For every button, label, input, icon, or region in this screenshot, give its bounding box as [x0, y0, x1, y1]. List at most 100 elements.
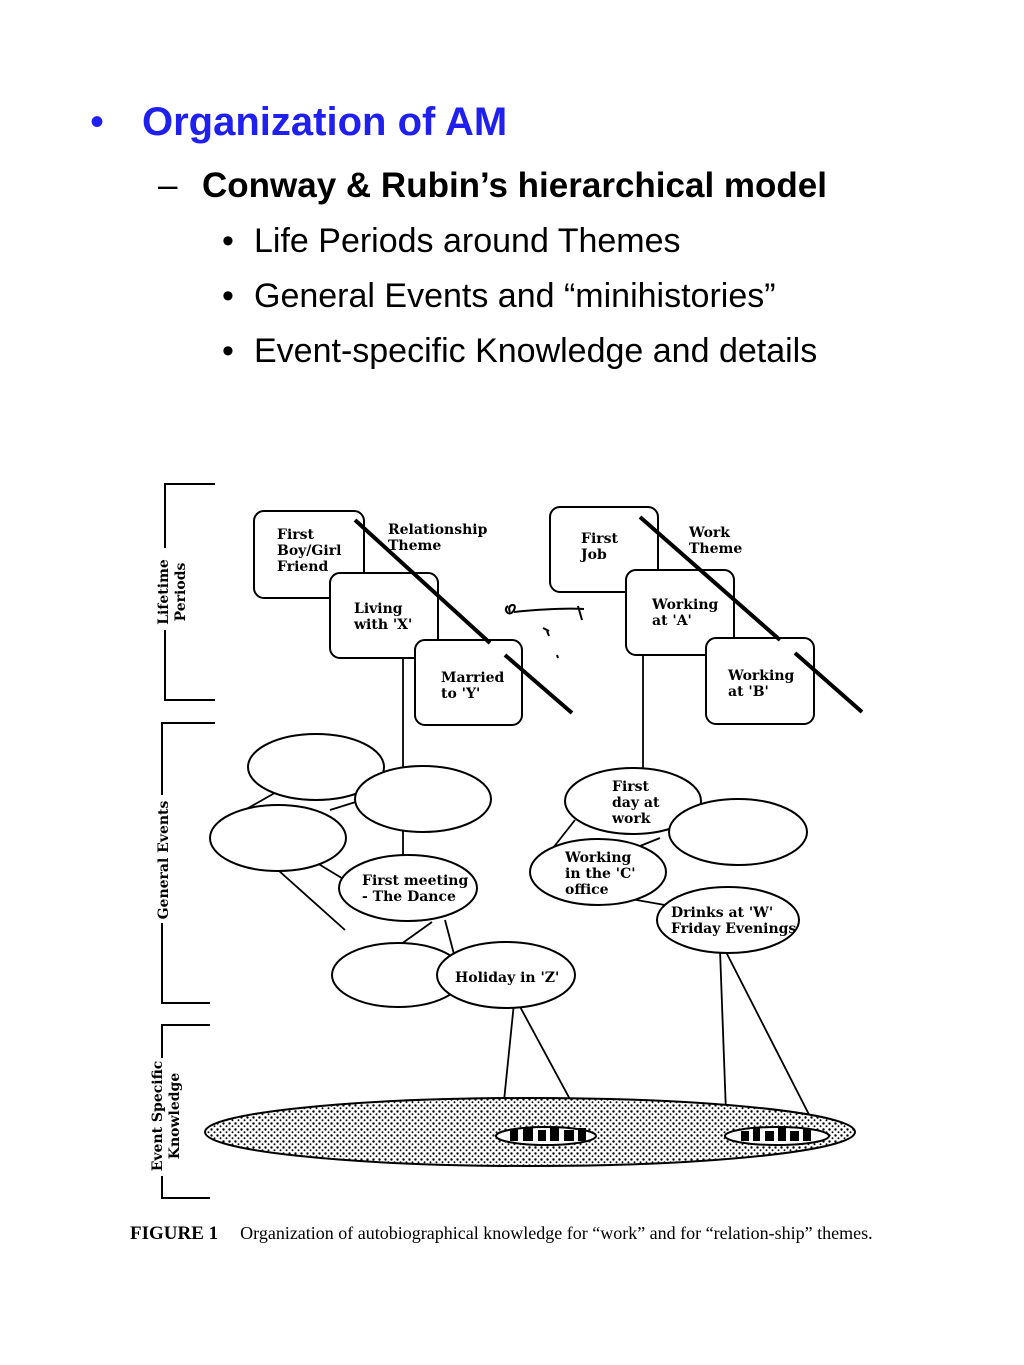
- slide-title: Organization of AM: [142, 100, 508, 144]
- theme-label-line: Theme: [689, 541, 742, 557]
- esk-detail: [550, 1127, 559, 1141]
- level-label-line: Periods: [173, 563, 189, 622]
- event-ellipse: [209, 804, 347, 872]
- period-box: [705, 637, 815, 725]
- handwritten-scribble: [504, 604, 585, 659]
- period-label-line: Married: [441, 670, 505, 686]
- period-box: [414, 639, 523, 726]
- figure-caption-label: FIGURE 1: [130, 1223, 219, 1244]
- bullet-mark: •: [222, 222, 234, 260]
- event-ellipse: [247, 733, 385, 801]
- esk-detail: [523, 1127, 533, 1141]
- period-box: [625, 569, 735, 656]
- figure-caption-text: Organization of autobiographical knowled…: [240, 1223, 873, 1243]
- event-label: Holiday in 'Z': [455, 970, 559, 986]
- dash-mark: –: [158, 166, 178, 205]
- event-label-line: Friday Evenings: [671, 921, 796, 937]
- esk-detail: [510, 1129, 518, 1141]
- esk-detail: [790, 1131, 799, 1141]
- relationship-events: First meeting- The Dance Holiday in 'Z': [209, 733, 576, 1009]
- theme-label-line: Relationship: [388, 522, 488, 538]
- esk-detail: [778, 1128, 786, 1141]
- theme-slash: [638, 515, 782, 642]
- period-label-line: at 'A': [652, 613, 692, 629]
- level-label-line: Lifetime: [156, 559, 172, 625]
- period-label-line: with 'X': [353, 617, 412, 633]
- esk-detail: [765, 1131, 774, 1141]
- level-label-event-specific: Event SpecificKnowledge: [150, 1061, 183, 1172]
- level-label-lifetime-periods: LifetimePeriods: [156, 559, 189, 625]
- bullet-text: General Events and “minihistories”: [254, 277, 776, 315]
- event-label-line: work: [611, 811, 651, 827]
- period-label-line: to 'Y': [441, 686, 480, 702]
- level-label-line: Event Specific: [150, 1061, 166, 1172]
- bullet-mark: •: [90, 100, 105, 144]
- level-label-line: Knowledge: [167, 1073, 183, 1160]
- esk-cluster: [724, 1126, 830, 1146]
- esk-detail: [578, 1128, 586, 1141]
- event-label-line: Working: [564, 850, 631, 866]
- event-label-line: in the 'C': [565, 866, 636, 882]
- theme-label-line: Theme: [388, 538, 441, 554]
- period-label-line: Working: [727, 668, 794, 684]
- figure-caption: FIGURE 1 Organization of autobiographical…: [130, 1222, 900, 1245]
- esk-detail: [741, 1131, 749, 1141]
- period-label-line: First: [277, 527, 315, 543]
- period-label-line: First: [581, 531, 619, 547]
- event-label: First meeting- The Dance: [362, 873, 468, 905]
- period-label-line: Job: [579, 547, 607, 563]
- event-ellipse: [656, 886, 800, 954]
- event-ellipse: [668, 798, 808, 866]
- esk-detail: [803, 1128, 811, 1141]
- esk-detail: [538, 1130, 546, 1141]
- event-label-line: Holiday in 'Z': [455, 970, 559, 986]
- period-label-line: Friend: [277, 559, 328, 575]
- period-label-line: at 'B': [728, 684, 769, 700]
- event-label-line: Drinks at 'W': [671, 905, 773, 921]
- bracket-label-bg: [142, 548, 194, 1176]
- level-label-general-events: General Events: [156, 800, 172, 919]
- bullet-mark: •: [222, 332, 234, 370]
- bullet-text: Event-specific Knowledge and details: [254, 332, 818, 370]
- event-label-line: day at: [612, 795, 660, 811]
- event-ellipse: [529, 838, 667, 906]
- subtitle: Conway & Rubin’s hierarchical model: [202, 166, 827, 205]
- bullet-mark: •: [222, 277, 234, 315]
- bullet-text: Life Periods around Themes: [254, 222, 681, 260]
- event-label-line: - The Dance: [362, 889, 456, 905]
- event-label-line: office: [565, 882, 609, 898]
- event-ellipse: [354, 765, 492, 833]
- event-label-line: First: [612, 779, 650, 795]
- period-box: [329, 572, 439, 659]
- period-label-line: Boy/Girl: [277, 543, 341, 559]
- theme-label-line: Work: [688, 525, 730, 541]
- theme-slash: [503, 653, 574, 715]
- theme-slash: [793, 651, 864, 714]
- esk-detail: [564, 1130, 574, 1141]
- esk-details: [510, 1127, 811, 1141]
- event-label: Drinks at 'W'Friday Evenings: [671, 905, 796, 937]
- event-label-line: First meeting: [362, 873, 468, 889]
- esk-detail: [753, 1128, 760, 1141]
- esk-field: [204, 1097, 856, 1167]
- event-ellipse: [338, 854, 478, 922]
- event-ellipse: [436, 941, 576, 1009]
- period-label-line: Living: [354, 601, 403, 617]
- theme-slash: [353, 518, 492, 645]
- period-label-line: Working: [651, 597, 718, 613]
- event-ellipse: [564, 767, 702, 835]
